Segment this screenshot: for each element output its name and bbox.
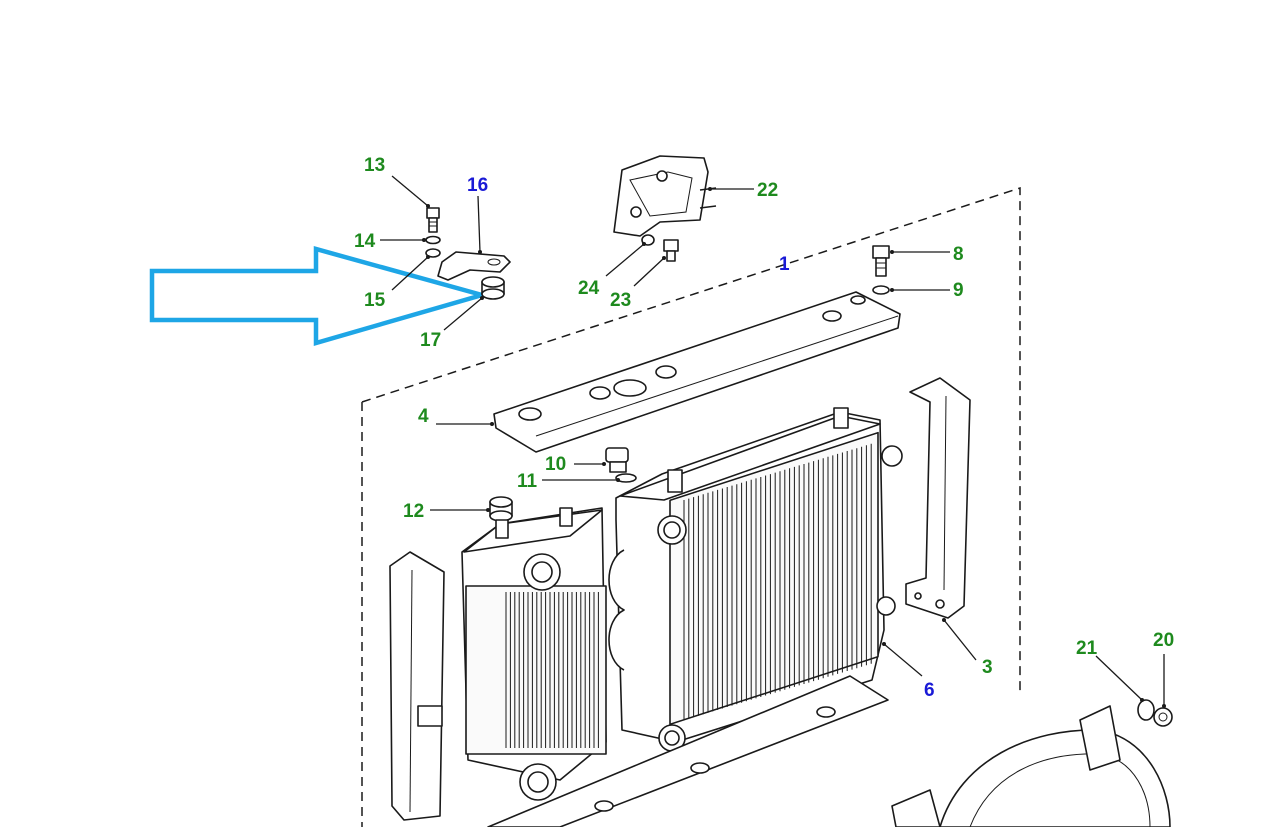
callout-17: 17 bbox=[420, 330, 441, 351]
fan-cowl bbox=[891, 705, 1171, 827]
bracket-22 bbox=[613, 155, 717, 237]
bolt-8 bbox=[872, 245, 890, 277]
washer-15 bbox=[425, 248, 441, 258]
callout-20: 20 bbox=[1153, 630, 1174, 651]
callout-4: 4 bbox=[418, 406, 429, 427]
callout-9: 9 bbox=[953, 280, 964, 301]
callout-16: 16 bbox=[467, 175, 488, 196]
callout-8: 8 bbox=[953, 244, 964, 265]
leader-lines bbox=[380, 175, 1166, 708]
grommet-21 bbox=[1137, 699, 1155, 721]
oil-cooler bbox=[461, 507, 607, 801]
bolt-13 bbox=[426, 207, 440, 233]
callout-23: 23 bbox=[610, 290, 631, 311]
bottom-rail bbox=[487, 675, 889, 827]
callout-14: 14 bbox=[354, 231, 376, 252]
side-panel-3 bbox=[905, 377, 971, 619]
radiator-core-6 bbox=[608, 407, 903, 752]
rubber-mount-12 bbox=[489, 496, 513, 522]
callout-11: 11 bbox=[517, 471, 538, 492]
callout-6: 6 bbox=[924, 680, 935, 701]
left-side-panel bbox=[389, 551, 445, 821]
rubber-mount-17 bbox=[481, 276, 505, 300]
callout-15: 15 bbox=[364, 290, 386, 311]
callout-10: 10 bbox=[545, 454, 566, 475]
bracket-16 bbox=[437, 251, 511, 281]
callout-1: 1 bbox=[779, 254, 790, 275]
top-rail-4 bbox=[493, 291, 901, 453]
callout-22: 22 bbox=[757, 180, 778, 201]
callout-24: 24 bbox=[578, 278, 600, 299]
callout-13: 13 bbox=[364, 155, 385, 176]
callout-21: 21 bbox=[1076, 638, 1098, 659]
filler-cap-10 bbox=[605, 447, 629, 473]
nut-20 bbox=[1153, 707, 1173, 727]
callout-12: 12 bbox=[403, 501, 424, 522]
callout-3: 3 bbox=[982, 657, 993, 678]
arrow-right-outline-icon bbox=[149, 246, 491, 346]
washer-14 bbox=[425, 235, 441, 245]
o-ring-11 bbox=[615, 473, 637, 483]
assembly-boundary-dashed bbox=[361, 186, 1021, 827]
bolt-23 bbox=[663, 239, 679, 262]
washer-9 bbox=[872, 285, 890, 295]
